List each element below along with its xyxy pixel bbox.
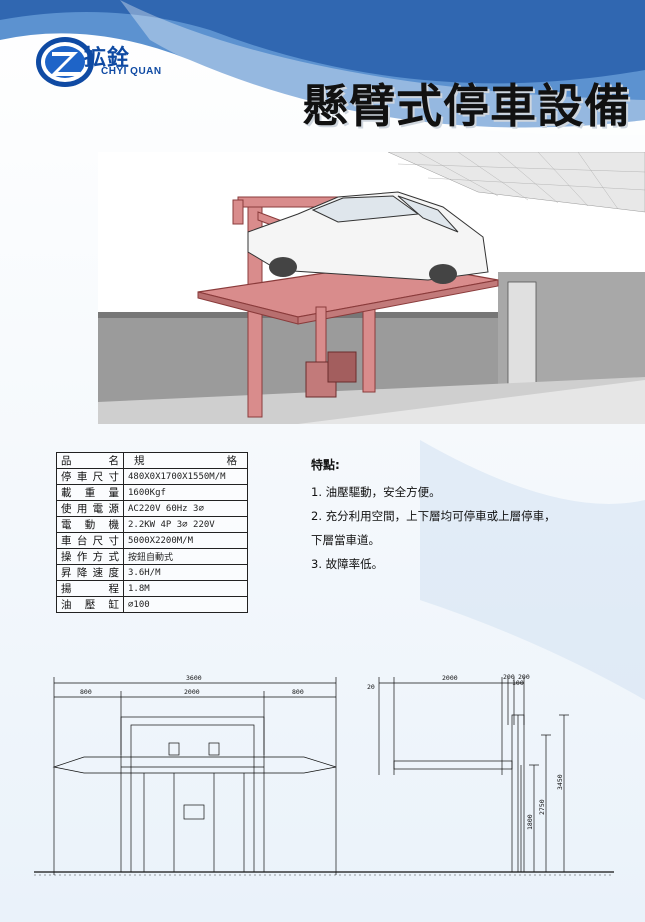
dim-right: 800 <box>292 688 304 696</box>
dim-side-small-c: 200 <box>518 673 530 681</box>
spec-value: 1600Kgf <box>123 484 248 501</box>
spec-value: 5000X2200M/M <box>123 532 248 549</box>
spec-value: 480X0X1700X1550M/M <box>123 468 248 485</box>
company-logo <box>34 34 174 90</box>
logo-badge-icon <box>36 37 94 87</box>
table-row: 油壓缸⌀100 <box>56 596 248 613</box>
spec-label: 電動機 <box>56 516 124 533</box>
spec-label: 操作方式 <box>56 548 124 565</box>
spec-value: 按鈕自動式 <box>123 548 248 565</box>
spec-label: 揚程 <box>56 580 124 597</box>
feature-item: 下層當車道。 <box>311 533 380 547</box>
spec-label: 車台尺寸 <box>56 532 124 549</box>
dim-side-offset: 20 <box>367 683 375 691</box>
parking-lift-illustration <box>98 152 645 424</box>
feature-item: 3. 故障率低。 <box>311 557 384 571</box>
technical-drawing: 3600 800 2000 800 20 2000 200 100 200 18… <box>34 673 614 876</box>
features-title: 特點: <box>311 458 340 472</box>
dim-height-low: 1800 <box>526 814 534 830</box>
dim-height-mid: 2750 <box>538 799 546 815</box>
spec-header-spec: 規格 <box>123 452 248 469</box>
spec-label: 使用電源 <box>56 500 124 517</box>
dim-side-small-b: 100 <box>512 679 524 687</box>
dim-overall: 3600 <box>186 674 202 682</box>
page-title: 懸臂式停車設備 <box>302 79 631 133</box>
dim-height-high: 3450 <box>556 774 564 790</box>
feature-item: 2. 充分利用空間，上下層均可停車或上層停車， <box>311 509 556 523</box>
spec-label: 載重量 <box>56 484 124 501</box>
spec-table-header: 品名 規格 <box>56 452 248 469</box>
spec-value: ⌀100 <box>123 596 248 613</box>
dim-center: 2000 <box>184 688 200 696</box>
spec-value: 1.8M <box>123 580 248 597</box>
spec-header-item: 品名 <box>56 452 124 469</box>
dim-side-width: 2000 <box>442 674 458 682</box>
features-section: 特點: 1. 油壓驅動，安全方便。 2. 充分利用空間，上下層均可停車或上層停車… <box>311 456 631 576</box>
spec-label: 油壓缸 <box>56 596 124 613</box>
spec-value: 2.2KW 4P 3⌀ 220V <box>123 516 248 533</box>
feature-item: 1. 油壓驅動，安全方便。 <box>311 485 441 499</box>
spec-value: AC220V 60Hz 3⌀ <box>123 500 248 517</box>
spec-value: 3.6H/M <box>123 564 248 581</box>
logo-chinese-name: 拡銓 <box>84 46 131 71</box>
table-row: 操作方式按鈕自動式 <box>56 548 248 565</box>
dim-side-small-a: 200 <box>503 673 515 681</box>
logo-english-name: CHYI QUAN <box>101 66 162 77</box>
dim-left: 800 <box>80 688 92 696</box>
spec-label: 停車尺寸 <box>56 468 124 485</box>
spec-label: 昇降速度 <box>56 564 124 581</box>
